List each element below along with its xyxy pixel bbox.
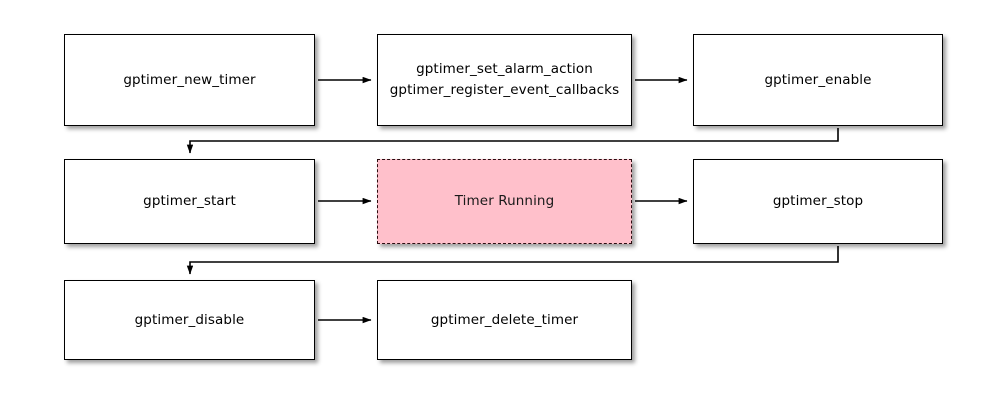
node-gptimer-start[interactable]: gptimer_start xyxy=(64,159,315,244)
node-gptimer-setup[interactable]: gptimer_set_alarm_action gptimer_registe… xyxy=(377,34,632,126)
node-timer-running[interactable]: Timer Running xyxy=(377,159,632,244)
node-label: gptimer_delete_timer xyxy=(430,311,579,328)
node-label-line-2: gptimer_register_event_callbacks xyxy=(389,82,620,98)
edge-enable-to-start xyxy=(186,128,839,154)
node-label: gptimer_start xyxy=(143,193,236,210)
node-label: gptimer_new_timer xyxy=(123,71,256,88)
node-gptimer-enable[interactable]: gptimer_enable xyxy=(693,34,943,126)
node-label-line-1: gptimer_set_alarm_action xyxy=(416,61,593,78)
node-gptimer-delete-timer[interactable]: gptimer_delete_timer xyxy=(377,280,632,360)
node-label: Timer Running xyxy=(454,193,555,210)
node-label: gptimer_stop xyxy=(772,193,864,210)
node-label: gptimer_enable xyxy=(764,71,872,88)
node-gptimer-new-timer[interactable]: gptimer_new_timer xyxy=(64,34,315,126)
node-gptimer-disable[interactable]: gptimer_disable xyxy=(64,280,315,360)
edge-stop-to-disable xyxy=(186,246,839,275)
node-gptimer-stop[interactable]: gptimer_stop xyxy=(693,159,943,244)
node-label: gptimer_disable xyxy=(134,311,245,328)
